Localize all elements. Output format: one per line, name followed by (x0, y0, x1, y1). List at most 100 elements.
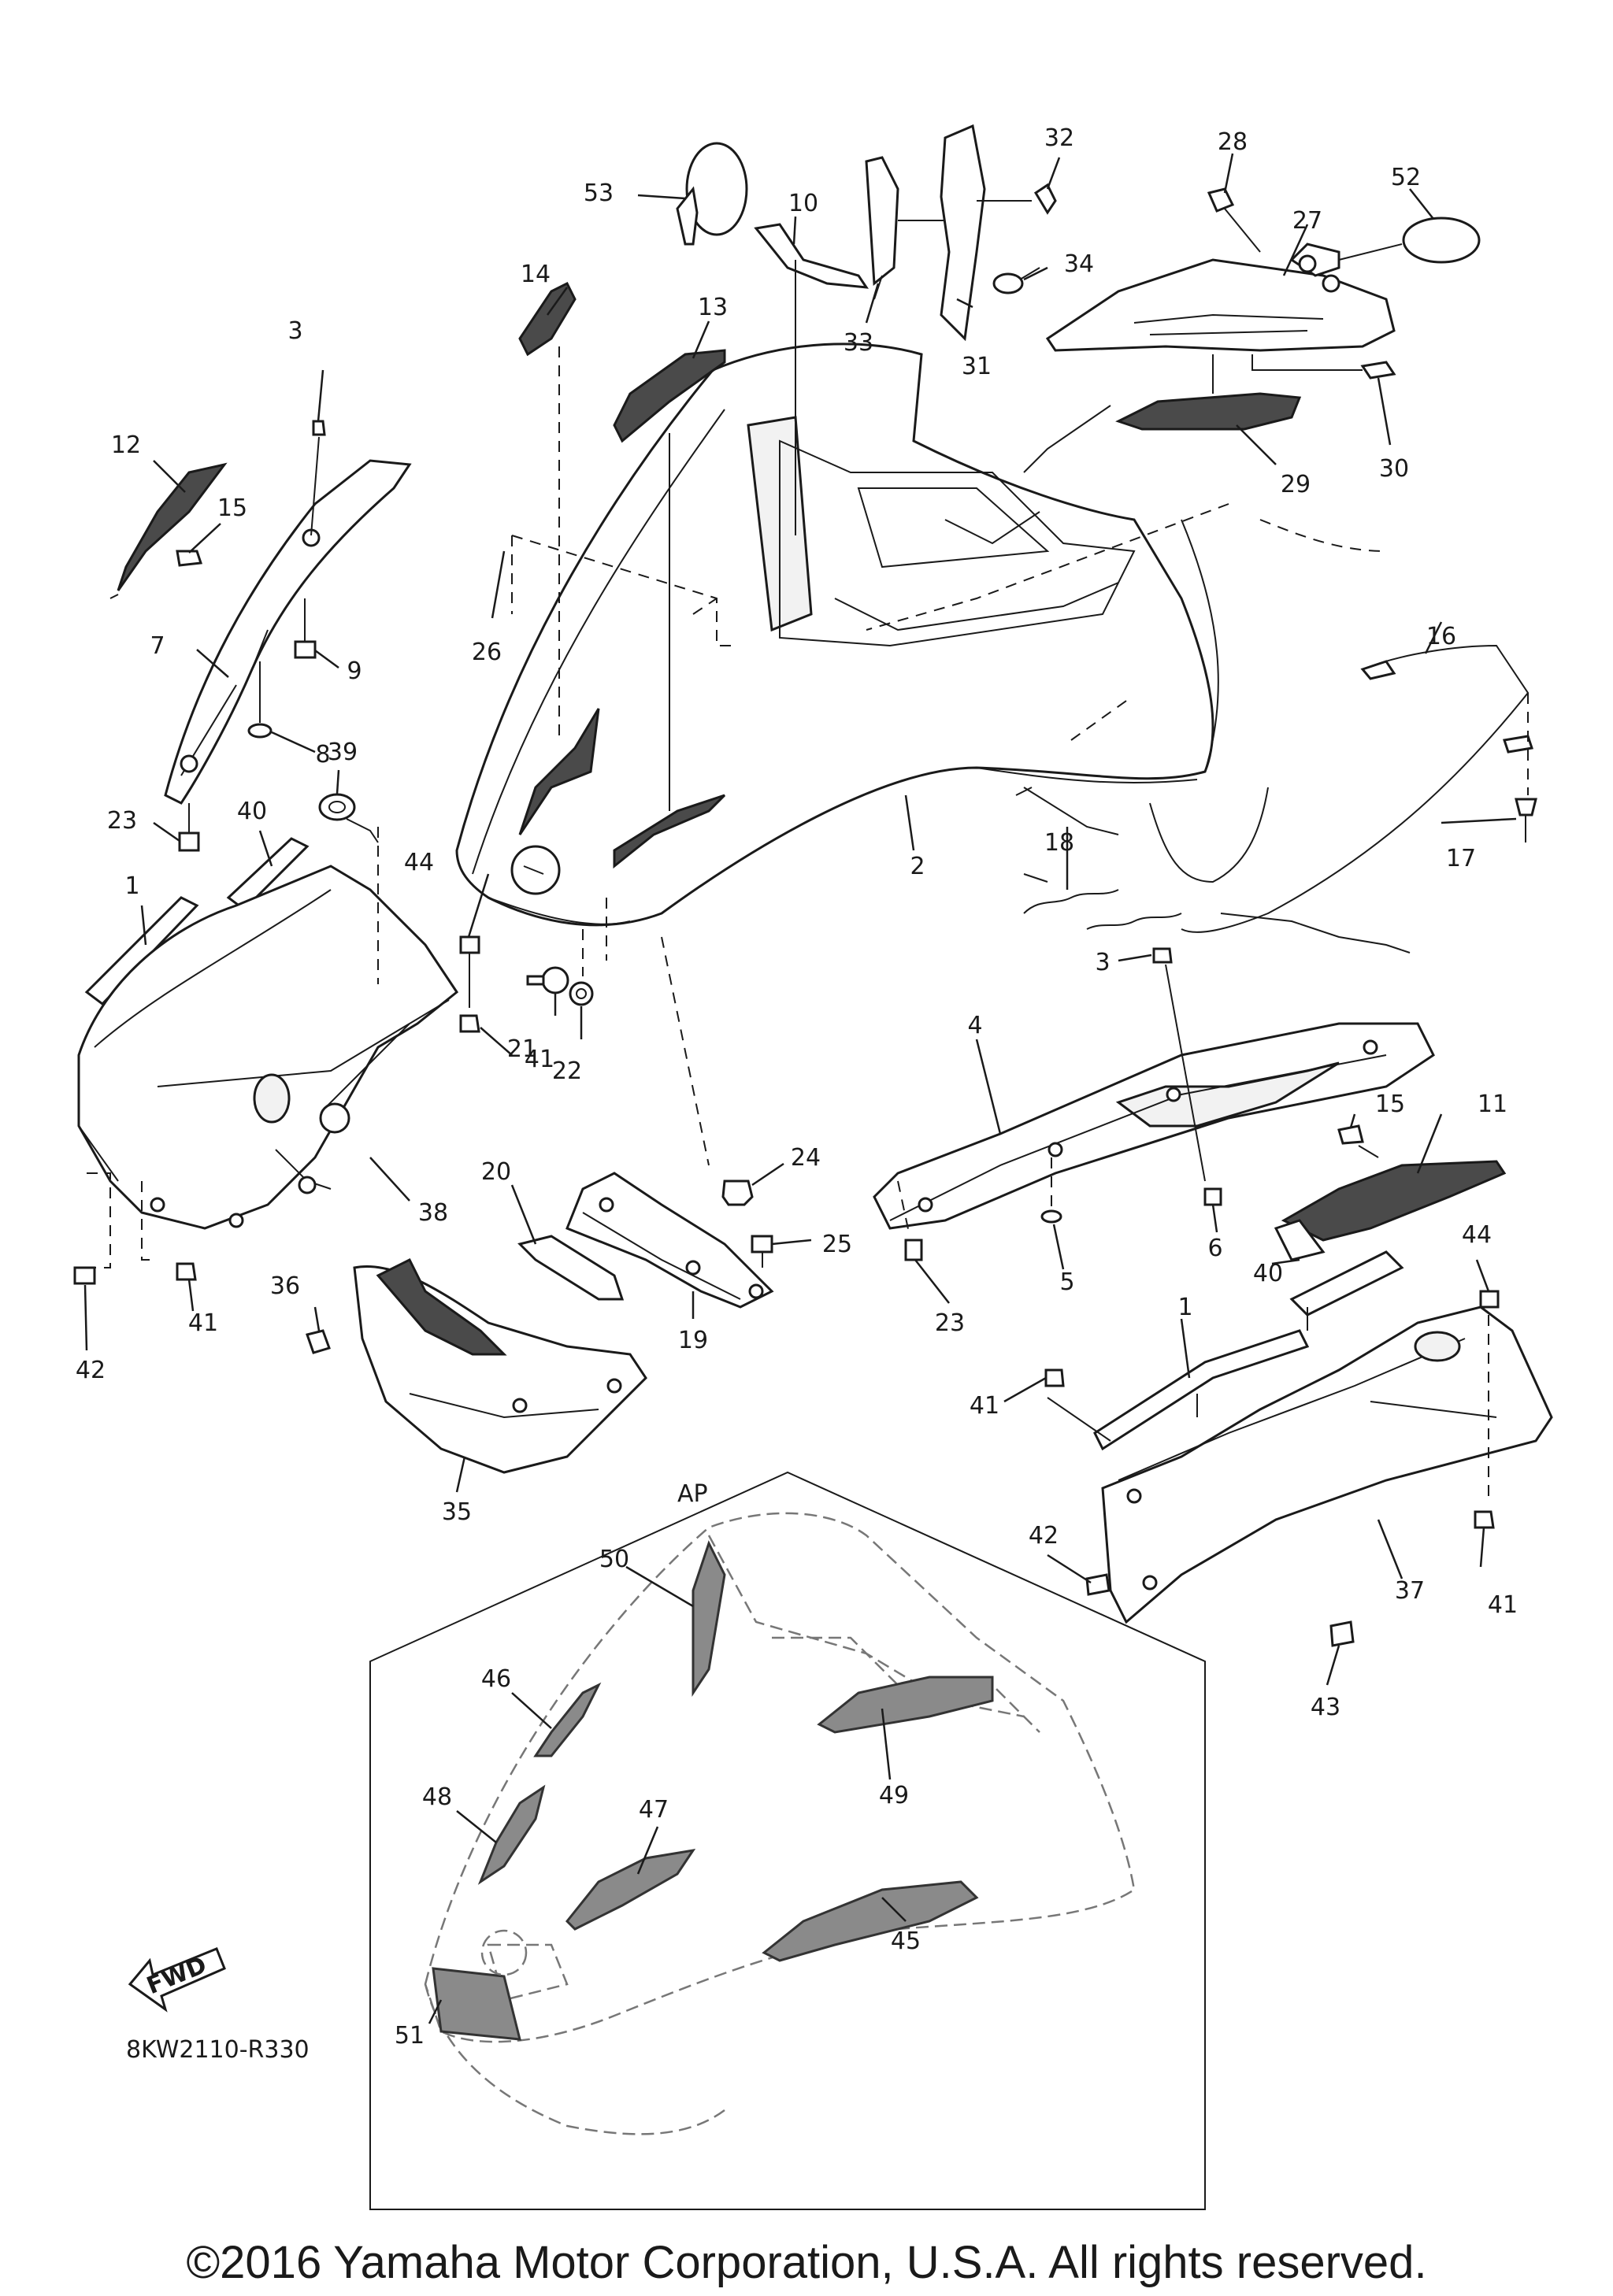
bracket-19-part (565, 1172, 774, 1309)
part-label-1-left: 1 (124, 872, 139, 900)
part-label-24: 24 (791, 1144, 821, 1172)
part-label-6: 6 (1207, 1235, 1222, 1262)
grille-48-part (477, 1784, 546, 1885)
part-label-51: 51 (395, 2022, 425, 2050)
strip-1-left-part (84, 896, 199, 1005)
part-label-17: 17 (1446, 845, 1476, 872)
strip-40-right-part (1289, 1250, 1404, 1316)
part-label-41-right-lower: 41 (1488, 1591, 1518, 1619)
part-label-26: 26 (472, 639, 502, 666)
panel-50-part (692, 1540, 726, 1697)
part-label-39: 39 (328, 739, 358, 766)
part-label-46: 46 (481, 1665, 511, 1693)
part-label-38: 38 (418, 1199, 448, 1227)
fwd-label: FWD (143, 1951, 210, 2000)
panel-51-part (432, 1967, 521, 2041)
part-label-31: 31 (962, 353, 992, 380)
part-label-50: 50 (599, 1546, 629, 1573)
part-label-11: 11 (1478, 1091, 1507, 1118)
grille-49-part (817, 1676, 994, 1734)
front-lower-35-part (353, 1257, 647, 1474)
part-label-9: 9 (347, 657, 362, 685)
grille-47-part (565, 1848, 696, 1931)
inset-label: AP (677, 1480, 708, 1508)
grille-46-part (533, 1682, 602, 1757)
strip-20-part (517, 1235, 625, 1301)
panel-33-part (865, 156, 899, 286)
part-label-15-left: 15 (217, 494, 247, 522)
part-label-47: 47 (639, 1796, 669, 1824)
part-label-29: 29 (1281, 471, 1311, 498)
grille-45-part (762, 1880, 979, 1962)
part-label-40-right: 40 (1253, 1260, 1283, 1287)
part-label-23-right: 23 (935, 1309, 965, 1337)
part-label-12: 12 (111, 431, 141, 459)
part-label-20: 20 (481, 1158, 511, 1186)
part-number-labels: 53 10 14 13 33 31 32 34 28 27 52 29 30 3… (76, 124, 1518, 2050)
part-label-48: 48 (422, 1783, 452, 1811)
part-label-34: 34 (1064, 250, 1094, 278)
part-label-36: 36 (270, 1272, 300, 1300)
part-label-49: 49 (879, 1782, 909, 1809)
part-label-21: 21 (507, 1035, 537, 1063)
part-label-45: 45 (891, 1928, 921, 1955)
part-label-43: 43 (1311, 1694, 1340, 1721)
part-label-4: 4 (967, 1012, 982, 1039)
clip-15-part (176, 550, 203, 567)
part-label-33: 33 (844, 329, 873, 357)
part-label-10: 10 (788, 190, 818, 217)
part-label-1-right: 1 (1177, 1294, 1192, 1321)
part-label-30: 30 (1379, 455, 1409, 483)
part-label-16: 16 (1426, 623, 1456, 650)
part-label-3-left: 3 (287, 317, 302, 345)
side-panel-38-part (77, 865, 459, 1230)
part-label-22: 22 (552, 1057, 582, 1085)
side-panel-37-part (1101, 1305, 1553, 1624)
part-label-32: 32 (1044, 124, 1074, 152)
trim-10-part (754, 223, 870, 289)
part-label-35: 35 (442, 1498, 472, 1526)
side-panel-4-part (873, 1022, 1435, 1230)
copyright-notice: ©2016 Yamaha Motor Corporation, U.S.A. A… (186, 2237, 1427, 2288)
part-label-15-right: 15 (1375, 1091, 1405, 1118)
part-label-41-left-lower: 41 (188, 1309, 218, 1337)
mirror-52-part (1289, 217, 1481, 293)
part-label-44-left: 44 (404, 849, 434, 876)
part-label-52: 52 (1391, 164, 1421, 191)
part-label-7: 7 (150, 632, 165, 660)
nut-3-part (312, 420, 326, 436)
panel-31-part (940, 124, 986, 342)
grille-12-part (117, 462, 228, 591)
part-label-37: 37 (1395, 1577, 1425, 1605)
part-label-19: 19 (678, 1327, 708, 1354)
part-label-18: 18 (1044, 829, 1074, 857)
hood-deck-part (455, 343, 1269, 927)
part-label-28: 28 (1218, 128, 1248, 156)
part-label-3-right: 3 (1095, 949, 1110, 976)
diagram-code: 8KW2110-R330 (126, 2036, 310, 2064)
part-label-42-left: 42 (76, 1357, 106, 1384)
part-label-53: 53 (584, 180, 614, 207)
strip-1-right-part (1093, 1329, 1310, 1451)
grille-29-part (1115, 392, 1302, 431)
part-label-25: 25 (822, 1231, 852, 1258)
mirror-53-part (676, 142, 748, 246)
side-rail-part (164, 459, 412, 805)
part-label-41-right-upper: 41 (970, 1392, 999, 1420)
part-label-23-left: 23 (107, 807, 137, 835)
grille-11-part (1281, 1160, 1507, 1242)
part-label-5: 5 (1059, 1268, 1074, 1296)
console-27-part (1045, 258, 1396, 352)
part-label-42-right: 42 (1029, 1522, 1059, 1550)
part-label-27: 27 (1292, 207, 1322, 235)
grille-14-part (518, 281, 577, 357)
part-label-8: 8 (315, 741, 330, 768)
part-label-14: 14 (521, 261, 551, 288)
inset-ap-box (369, 1471, 1206, 2210)
part-label-13: 13 (698, 294, 728, 321)
part-label-44-right: 44 (1462, 1221, 1492, 1249)
grille-13-part (613, 349, 726, 443)
part-label-40-left: 40 (237, 798, 267, 825)
part-label-41-left-upper: 41 (525, 1046, 554, 1073)
